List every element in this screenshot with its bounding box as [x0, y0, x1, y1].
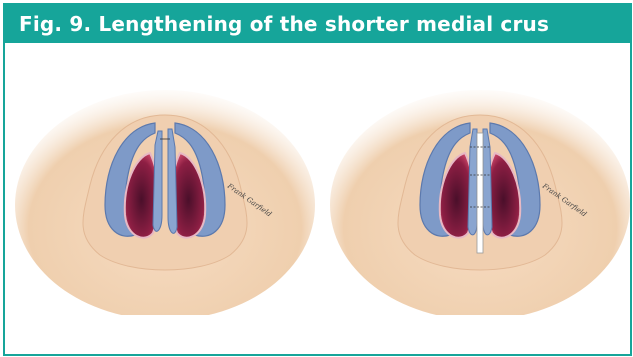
figure-caption: Fig. 9. Lengthening of the shorter media… [19, 12, 549, 36]
strut-graft [477, 133, 483, 253]
figure-frame: Fig. 9. Lengthening of the shorter media… [3, 3, 632, 356]
nasal-base-drawing-before: Frank Garfield [5, 75, 315, 315]
nasal-base-illustration-before: Frank Garfield [5, 75, 315, 315]
nasal-base-illustration-after: Frank Garfield [320, 75, 630, 315]
nasal-base-drawing-after: Frank Garfield [320, 75, 630, 315]
caption-bar: Fig. 9. Lengthening of the shorter media… [5, 5, 630, 43]
